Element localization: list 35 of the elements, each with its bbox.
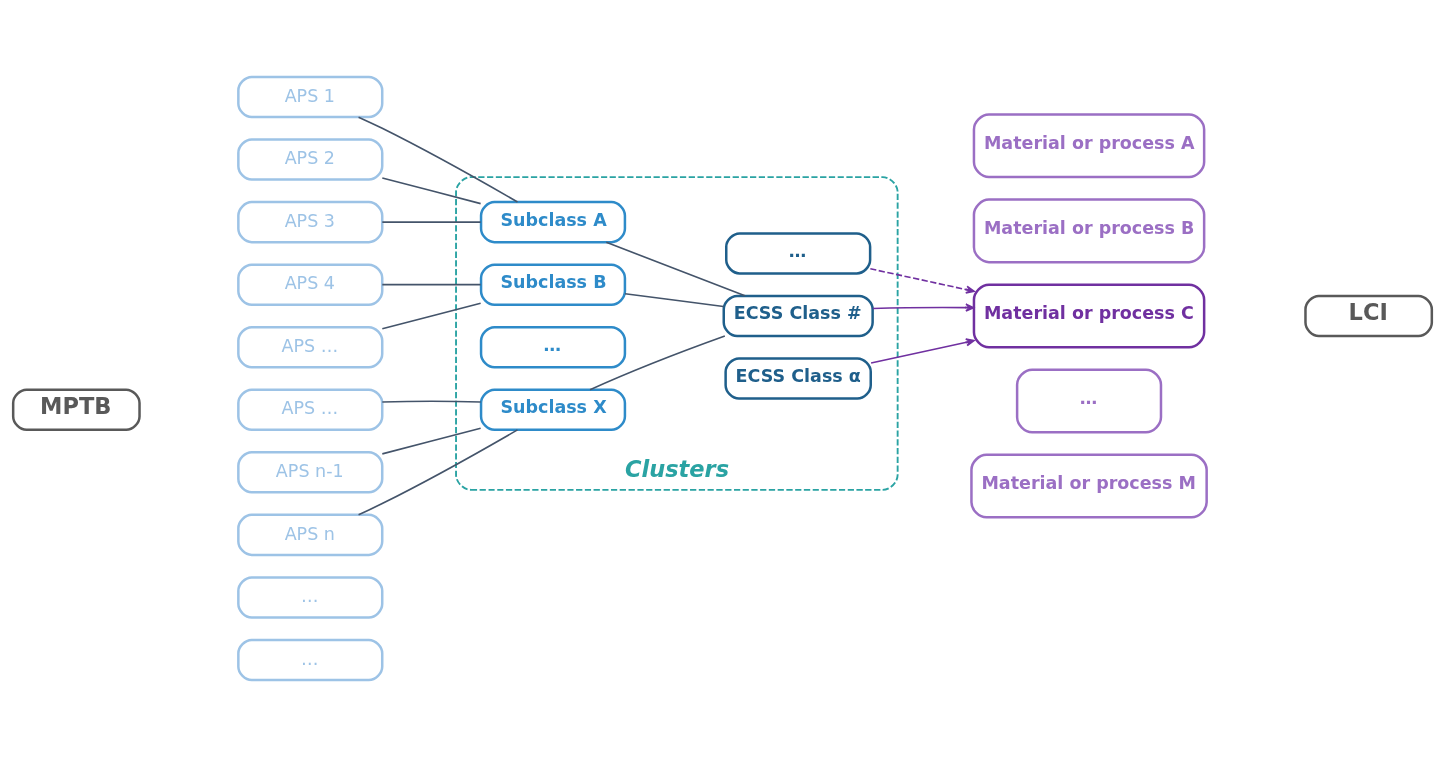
- node-box: APS 3: [237, 200, 384, 244]
- node-box: APS n: [237, 513, 384, 557]
- node-box: Subclass A: [479, 200, 627, 244]
- node-box: APS n-1: [237, 451, 384, 494]
- node-box: …: [237, 638, 384, 682]
- arrow: [872, 303, 975, 312]
- connector: [381, 177, 482, 205]
- connector: [381, 221, 482, 223]
- node-box: …: [725, 232, 872, 275]
- node-box: Material or process C: [972, 283, 1206, 349]
- node-box: MPTB: [11, 388, 141, 432]
- node-box: APS …: [237, 388, 384, 432]
- node-box: …: [479, 325, 627, 369]
- node-box: APS 4: [237, 263, 384, 306]
- connector: [381, 302, 482, 330]
- node-box: Subclass B: [479, 263, 627, 306]
- node-box: APS …: [237, 325, 384, 369]
- connector: [381, 400, 482, 403]
- node-box: APS 1: [237, 75, 384, 119]
- node-box: LCI: [1304, 294, 1434, 338]
- node-box: …: [237, 576, 384, 619]
- connector: [381, 283, 482, 286]
- connector: [381, 427, 482, 455]
- node-box: …: [1015, 368, 1163, 434]
- node-box: ECSS Class α: [724, 357, 872, 400]
- node-box: Material or process B: [972, 198, 1206, 264]
- node-box: APS 2: [237, 138, 384, 181]
- connector: [624, 293, 725, 308]
- arrow: [870, 338, 975, 364]
- node-box: Material or process A: [972, 113, 1206, 179]
- node-box: ECSS Class #: [722, 294, 874, 338]
- node-box: Material or process M: [970, 453, 1208, 519]
- node-box: Subclass X: [479, 388, 627, 432]
- arrow: [869, 267, 975, 294]
- connector: [605, 241, 746, 297]
